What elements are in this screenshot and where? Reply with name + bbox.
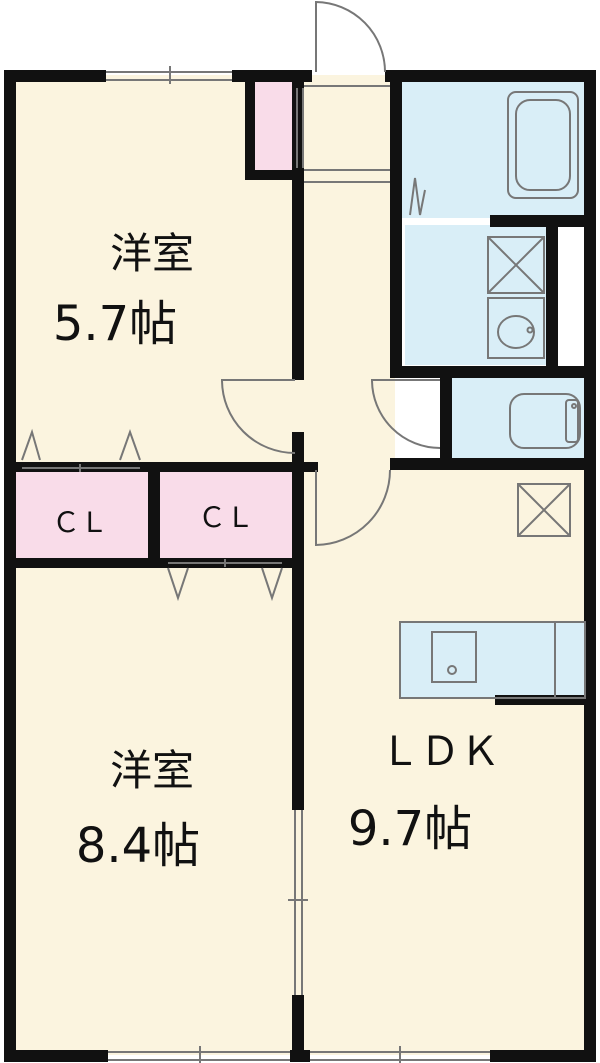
wall-washroom-bottom (390, 366, 596, 378)
floor-lower-western-room (10, 565, 302, 1055)
washroom-fill (405, 225, 555, 365)
wall-kitchen-stub (495, 695, 587, 705)
wall-center-mid (292, 470, 304, 810)
wall-hall-bottom (304, 462, 318, 472)
wall-outer-top-left (4, 70, 106, 82)
wall-outer-bottom-right (490, 1050, 596, 1062)
floor-hallway (300, 75, 395, 470)
wall-closets-bottom (4, 558, 302, 568)
floor-ldk (300, 465, 590, 1055)
wall-toilet-bottom (390, 458, 596, 470)
ldk-name: ＬＤＫ (380, 729, 500, 775)
wall-closet-niche-left (245, 82, 255, 178)
walls (4, 70, 596, 1062)
wall-washroom-right (546, 225, 558, 370)
wall-closets-divider (148, 462, 160, 562)
wall-bath-bottom (490, 215, 596, 227)
sink-icon (431, 631, 477, 683)
bath-door-marks (409, 177, 426, 216)
toilet-icon (509, 393, 581, 449)
upper-room-door-swing (220, 379, 296, 454)
wall-outer-top-mid (232, 70, 312, 82)
wall-closet-niche-bottom (245, 170, 300, 180)
closet-right-label: ＣＬ (198, 501, 254, 534)
closet-upper-fold-marks (21, 428, 141, 461)
doors (21, 0, 441, 602)
wall-outer-bottom-left (4, 1050, 108, 1062)
washing-machine-drain-icon (487, 236, 545, 294)
upper-room-size: 5.7帖 (53, 296, 177, 352)
wall-center-upper (292, 82, 304, 380)
kitchen-counter-icon (399, 621, 586, 699)
refrigerator-space-icon (517, 483, 571, 537)
wall-toilet-left (440, 378, 452, 460)
closet-right-fill (160, 470, 297, 562)
wall-wet-left (390, 82, 402, 378)
upper-room-name: 洋室 (110, 229, 194, 278)
ldk-size: 9.7帖 (348, 801, 472, 857)
hallway-details (296, 85, 390, 183)
bathroom-fill (400, 82, 585, 218)
lower-room-name: 洋室 (110, 746, 194, 795)
wall-outer-top-right (385, 70, 596, 82)
kitchen-counter-fill (400, 622, 585, 698)
labels: 洋室 5.7帖 ＣＬ ＣＬ 洋室 8.4帖 ＬＤＫ 9.7帖 (52, 229, 500, 874)
wall-outer-right (584, 70, 596, 1062)
lower-room-size: 8.4帖 (76, 818, 200, 874)
wall-center-lower (292, 995, 304, 1055)
closet-lower-fold-marks (167, 567, 283, 602)
closet-left-label: ＣＬ (52, 506, 108, 539)
washroom-door-swing (370, 379, 441, 449)
fixtures (399, 91, 586, 699)
toilet-fill (448, 378, 588, 458)
closet-left-fill (15, 470, 148, 562)
windows (106, 66, 490, 1063)
bathtub-icon (507, 91, 579, 199)
entrance-door-swing (315, 0, 386, 73)
washbasin-icon (487, 297, 545, 359)
ldk-door-swing (315, 469, 391, 547)
